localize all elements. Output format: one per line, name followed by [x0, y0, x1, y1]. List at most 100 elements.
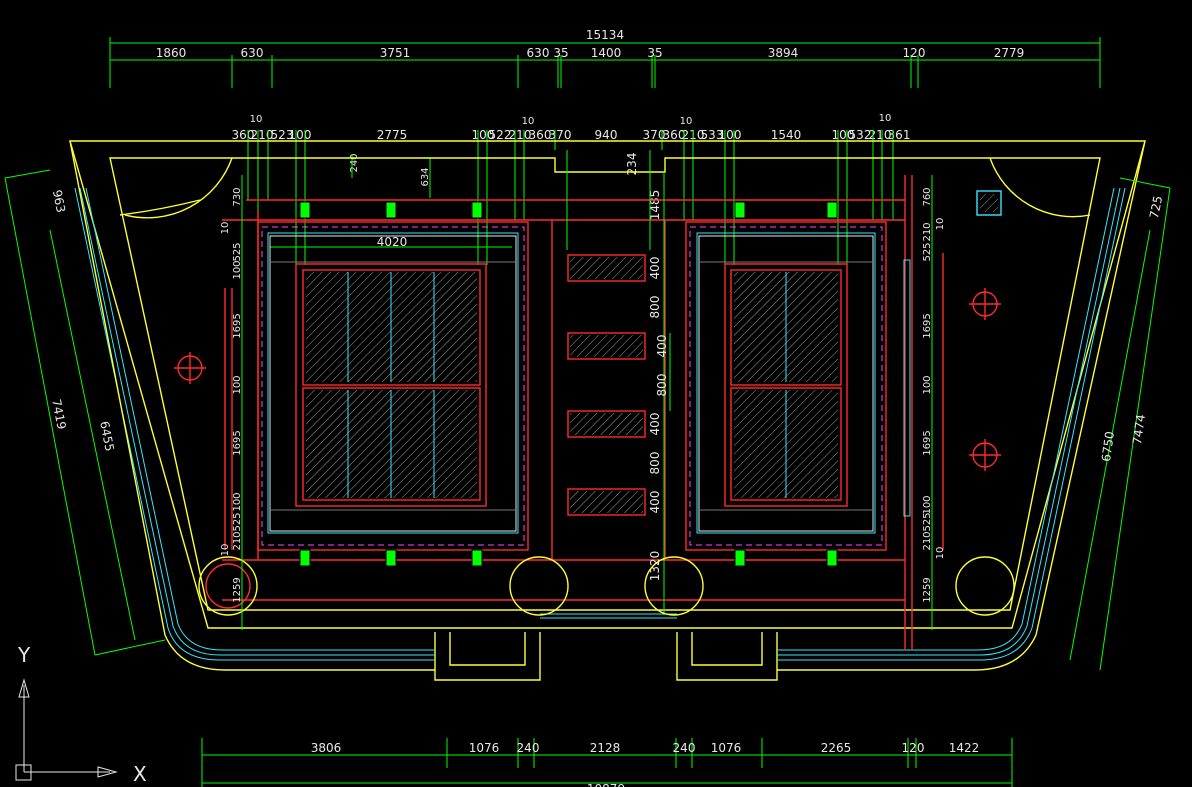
left-stack-8: 100: [232, 492, 243, 511]
lamp-fixture: [471, 201, 483, 219]
left-stack-3: 525: [232, 242, 243, 261]
inner-left-4: 100: [289, 128, 312, 142]
bottom-seg-4: 2128: [590, 741, 621, 755]
spot-markers: [174, 288, 1001, 471]
lamp-fixture: [826, 549, 838, 567]
center-dim-3: 400: [655, 335, 669, 358]
center-dimension: 400 800 400 800 400 800 400 1320: [566, 150, 671, 615]
right-stack-4: 210: [922, 222, 933, 241]
ucs-y-label: Y: [17, 643, 31, 667]
top-extension-lines: [247, 130, 894, 265]
left-basin: [257, 221, 529, 551]
left-stack-11: 10: [220, 544, 231, 557]
inner-mid-2: 940: [595, 128, 618, 142]
left-stack-1: 730: [232, 187, 243, 206]
lamp-fixture: [385, 549, 397, 567]
lamp-fixture: [299, 549, 311, 567]
center-dim-6: 800: [648, 452, 662, 475]
left-stack-12: 1259: [232, 577, 243, 602]
bottom-seg-3: 240: [517, 741, 540, 755]
lamp-fixture: [299, 201, 311, 219]
right-stack-7: 1695: [922, 430, 933, 455]
bottom-seg-8: 120: [902, 741, 925, 755]
small-dim-3: 10: [680, 116, 693, 127]
tile-grid: [270, 261, 873, 511]
inner-left-3: 523: [271, 128, 294, 142]
top-seg-9: 120: [903, 46, 926, 60]
inner-left-6: 100: [472, 128, 495, 142]
inner-mid-1: 370: [549, 128, 572, 142]
center-dim-8: 1320: [648, 551, 662, 582]
left-stack-2: 10: [220, 222, 231, 235]
right-stack-5: 1695: [922, 313, 933, 338]
water-edge-lines: [69, 140, 1146, 671]
bottom-seg-2: 1076: [469, 741, 500, 755]
top-seg-7: 35: [647, 46, 662, 60]
center-dim-2: 800: [648, 296, 662, 319]
equipment-box: [976, 190, 1002, 216]
top-segment-dimension: 1860 630 3751 630 35 1400 35 3894 120 27…: [110, 46, 1100, 88]
equipment-box-hatch: [980, 194, 998, 212]
bottom-overall-label: 10879: [587, 782, 625, 787]
left-stack-7: 1695: [232, 430, 243, 455]
center-dim-5: 400: [648, 413, 662, 436]
inner-left-9: 360: [529, 128, 552, 142]
right-stack-10: 210: [922, 531, 933, 550]
stepping-stones: [567, 254, 646, 516]
left-stack-6: 100: [232, 375, 243, 394]
top-seg-5: 35: [553, 46, 568, 60]
left-stack-9: 525: [232, 512, 243, 531]
lamp-fixtures: [299, 201, 838, 567]
top-seg-2: 630: [241, 46, 264, 60]
lamp-fixture: [385, 201, 397, 219]
bottom-dimensions: 3806 1076 240 2128 240 1076 2265 120 142…: [201, 738, 1013, 787]
bottom-seg-7: 2265: [821, 741, 852, 755]
inner-left-7: 522: [489, 128, 512, 142]
dim-1485: 1485: [648, 190, 662, 221]
center-dim-7: 400: [648, 491, 662, 514]
left-inner-dim: 6455: [97, 420, 117, 453]
inner-right-4: 100: [719, 128, 742, 142]
lamp-fixture: [826, 201, 838, 219]
top-overall-dimension: 15134: [109, 28, 1101, 88]
lamp-fixture: [471, 549, 483, 567]
top-overall-label: 15134: [586, 28, 624, 42]
right-top-dim: 725: [1147, 195, 1165, 220]
left-stack-4: 100: [232, 260, 243, 279]
inner-right-5: 1540: [771, 128, 802, 142]
inner-left-8: 210: [509, 128, 532, 142]
right-stack-6: 100: [922, 375, 933, 394]
right-stack-2: 10: [935, 218, 946, 231]
right-inner-dim: 6750: [1099, 430, 1117, 462]
left-outer-dim: 7419: [49, 398, 69, 431]
inner-right-7: 532: [849, 128, 872, 142]
inner-top-dimension: 360 210 523 100 2775 100 522 210 360 370…: [232, 113, 912, 249]
right-stack-12: 1259: [922, 577, 933, 602]
ucs-icon: Y X: [15, 643, 147, 786]
top-seg-4: 630: [527, 46, 550, 60]
lamp-fixture: [734, 549, 746, 567]
bottom-seg-6: 1076: [711, 741, 742, 755]
right-stack-8: 100: [922, 495, 933, 514]
round-planters: [198, 556, 1015, 616]
small-dim-4: 10: [879, 113, 892, 124]
top-seg-1: 1860: [156, 46, 187, 60]
top-seg-3: 3751: [380, 46, 411, 60]
inner-left-5: 2775: [377, 128, 408, 142]
center-dim-1: 400: [648, 257, 662, 280]
bottom-seg-5: 240: [673, 741, 696, 755]
center-dim-4: 800: [655, 374, 669, 397]
small-dim-2: 10: [522, 116, 535, 127]
small-dim-1: 10: [250, 114, 263, 125]
top-seg-8: 3894: [768, 46, 799, 60]
top-seg-6: 1400: [591, 46, 622, 60]
inner-right-3: 533: [701, 128, 724, 142]
left-top-dim: 963: [50, 189, 68, 214]
left-stack-5: 1695: [232, 313, 243, 338]
inner-mid-3: 370: [643, 128, 666, 142]
right-stack-3: 525: [922, 242, 933, 261]
dim-234: 234: [625, 153, 639, 176]
inner-left-1: 360: [232, 128, 255, 142]
right-stack-11: 10: [935, 547, 946, 560]
